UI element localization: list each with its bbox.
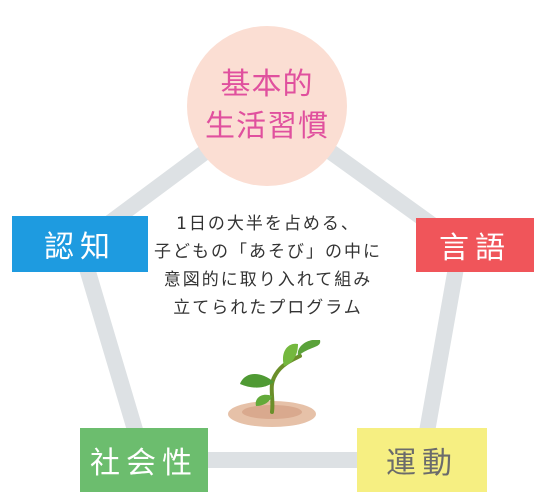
center-line-2: 子どもの「あそび」の中に [154, 242, 382, 262]
node-sociality: 社会性 [80, 428, 208, 492]
center-description: 1日の大半を占める、 子どもの「あそび」の中に 意図的に取り入れて組み 立てられ… [150, 210, 386, 322]
node-basic-habits: 基本的 生活習慣 [187, 26, 347, 186]
node-language: 言語 [416, 218, 534, 272]
node-basic-habits-line1: 基本的 [220, 67, 314, 102]
sprout-leaf-small [255, 394, 272, 406]
node-basic-habits-line2: 生活習慣 [205, 109, 329, 144]
sprout-leaf-top [282, 343, 298, 366]
node-cognition: 認知 [12, 216, 148, 272]
node-motor: 運動 [357, 428, 487, 492]
sprout-icon [228, 340, 321, 427]
sprout-leaf-right [297, 340, 321, 356]
center-line-3: 意図的に取り入れて組み [163, 270, 373, 290]
center-line-1: 1日の大半を占める、 [176, 214, 360, 234]
sprout-leaf-left [240, 373, 274, 388]
center-line-4: 立てられたプログラム [173, 298, 363, 318]
